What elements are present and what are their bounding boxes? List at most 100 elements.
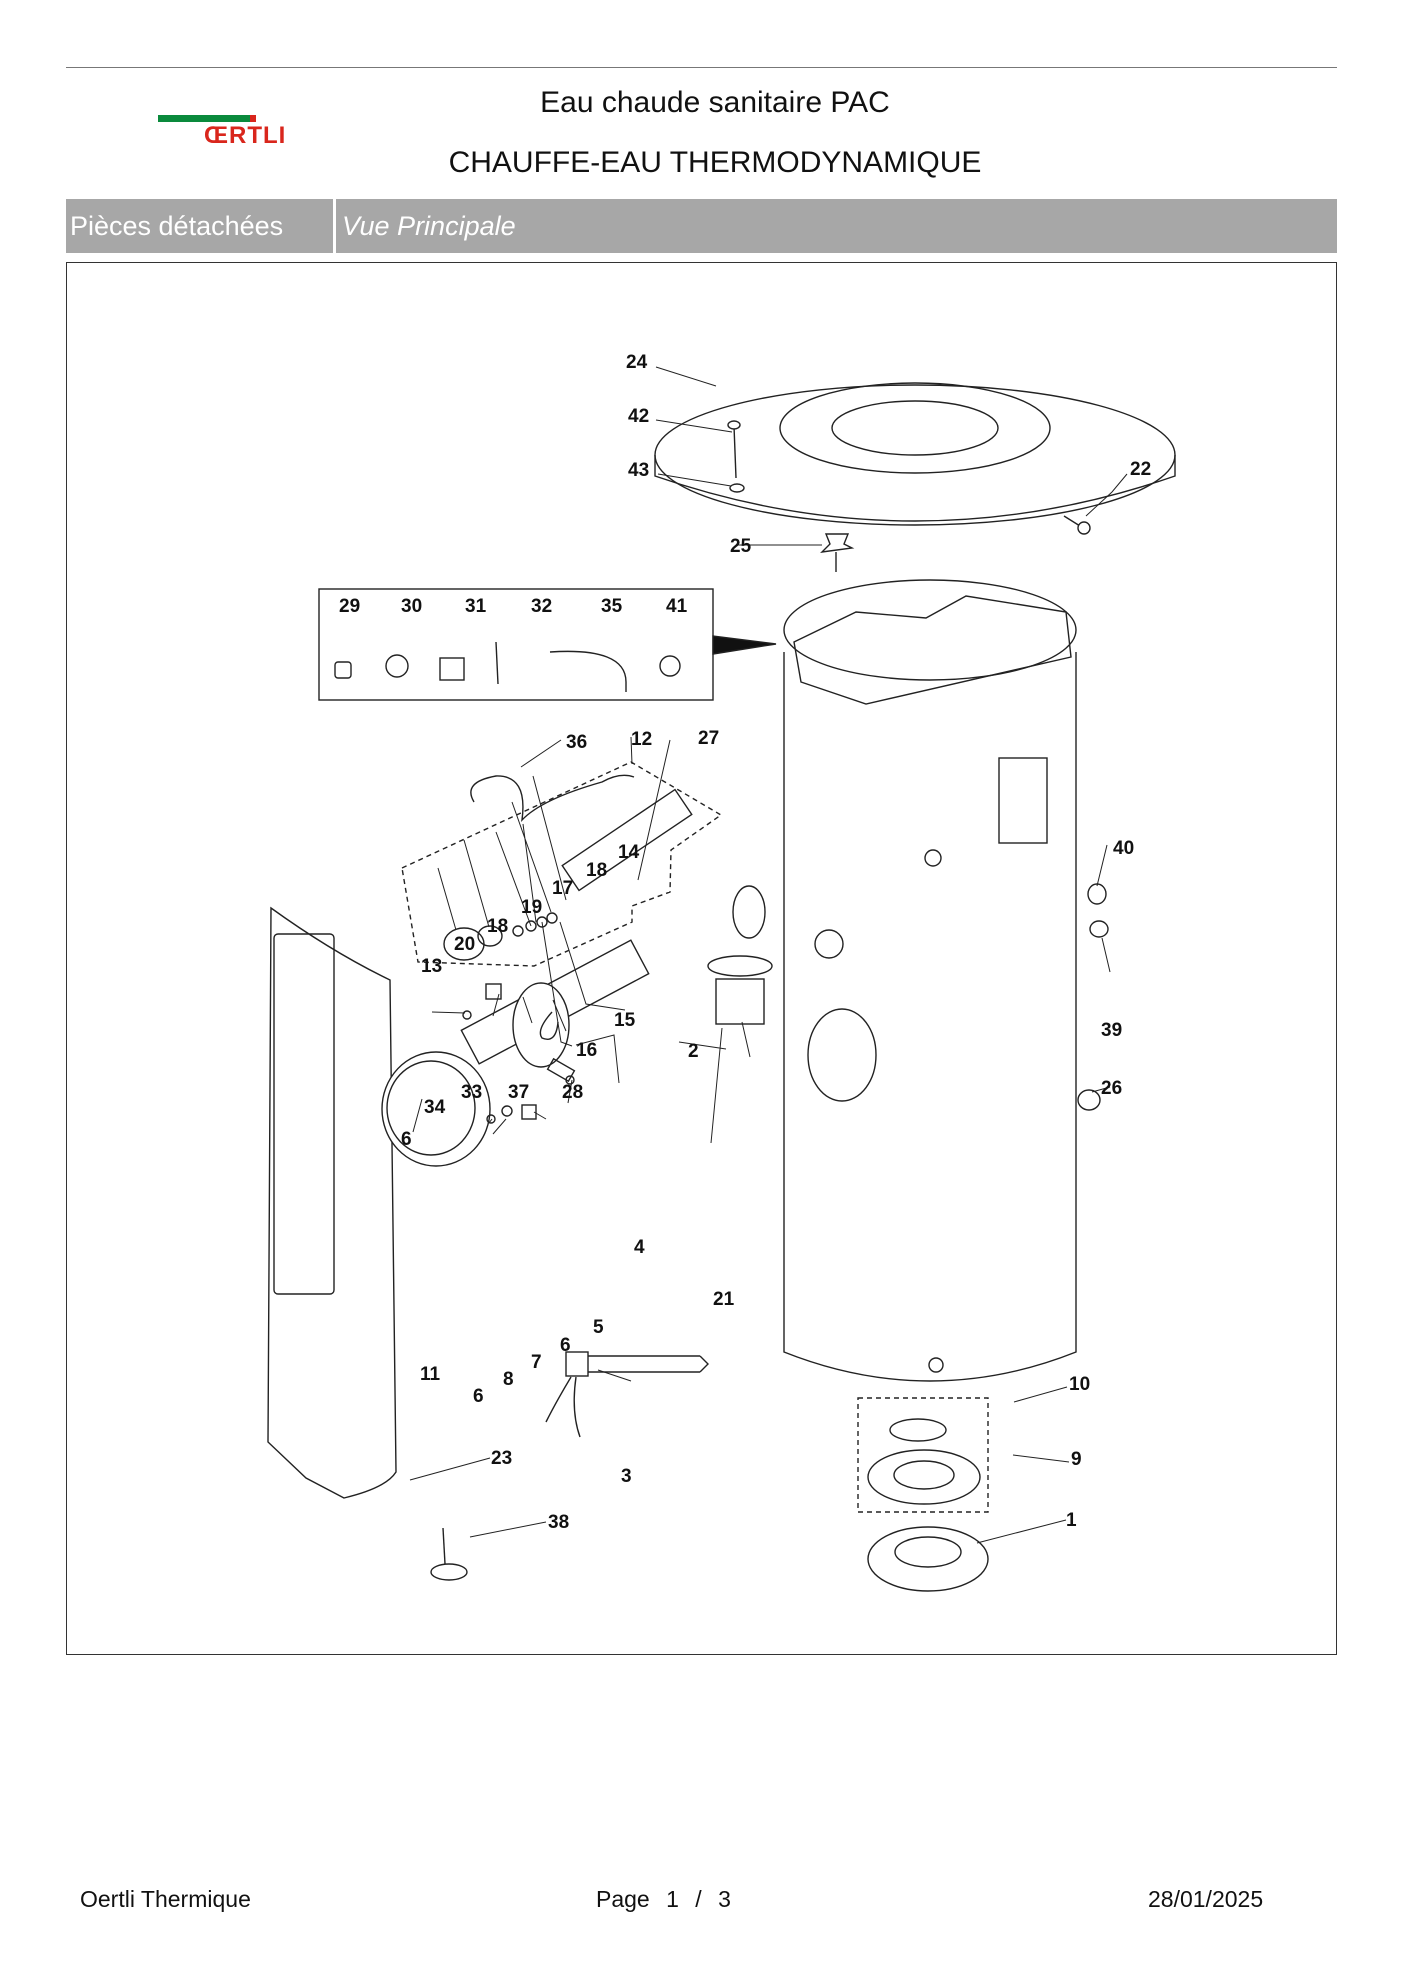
part-8 <box>501 1105 513 1117</box>
callout-31: 31 <box>465 596 487 617</box>
band-left-label: Pièces détachées <box>70 211 284 241</box>
callout-20: 20 <box>454 934 475 955</box>
callout-4: 4 <box>634 1237 645 1258</box>
oertli-logo: ŒRTLI <box>158 112 308 152</box>
cover-11-face <box>386 1060 476 1156</box>
tank-label-plate <box>998 757 1048 844</box>
callout-1: 1 <box>1066 1510 1077 1531</box>
callout-6c: 6 <box>473 1386 484 1407</box>
ring-19 <box>525 920 537 932</box>
part-6a <box>462 1010 472 1020</box>
boss-25 <box>820 533 855 553</box>
footer-company: Oertli Thermique <box>80 1886 251 1912</box>
accessory-box <box>318 588 714 701</box>
callout-7: 7 <box>531 1352 542 1373</box>
group-9-outline <box>857 1397 989 1513</box>
callout-41: 41 <box>666 596 688 617</box>
band-right-label: Vue Principale <box>342 211 516 241</box>
ring-2 <box>732 885 766 939</box>
front-panel-window <box>273 933 335 1295</box>
part-35 <box>549 650 627 692</box>
callout-6b: 6 <box>560 1335 571 1356</box>
screw-22-head <box>1077 521 1091 535</box>
resistor-3 <box>572 1355 709 1373</box>
flange-1-inner <box>894 1536 962 1568</box>
anode-14 <box>561 788 693 892</box>
callout-35: 35 <box>601 596 623 617</box>
cover-11 <box>381 1051 491 1167</box>
part-6c <box>486 1114 496 1124</box>
callout-6a: 6 <box>401 1129 412 1150</box>
callout-8: 8 <box>503 1369 514 1390</box>
callout-10: 10 <box>1069 1374 1090 1395</box>
callout-15: 15 <box>614 1010 636 1031</box>
part-40 <box>1087 883 1107 905</box>
part-30 <box>385 654 409 678</box>
resistor-3-wires <box>545 1376 581 1438</box>
callout-12: 12 <box>631 729 652 750</box>
callout-11: 11 <box>420 1364 441 1385</box>
callout-37: 37 <box>508 1082 529 1103</box>
part-41 <box>659 655 681 677</box>
top-rule <box>66 67 1337 68</box>
document-title: Eau chaude sanitaire PAC <box>540 86 890 119</box>
callout-17: 17 <box>552 878 573 899</box>
part-28 <box>539 1011 559 1040</box>
thermostat-21 <box>715 978 765 1025</box>
foot-38-rod <box>442 1527 446 1565</box>
callout-19: 19 <box>521 897 542 918</box>
band-separator <box>333 199 336 253</box>
flange-9 <box>867 1449 981 1505</box>
gasket-21 <box>707 955 773 977</box>
leader-lines <box>409 366 1128 1544</box>
part-26 <box>1077 1089 1101 1111</box>
callout-5: 5 <box>593 1317 604 1338</box>
callout-33: 33 <box>461 1082 482 1103</box>
part-39 <box>1089 920 1109 938</box>
ring-18a <box>512 925 524 937</box>
callout-32: 32 <box>531 596 552 617</box>
part-31 <box>439 657 465 681</box>
top-cover-rim <box>654 455 1176 522</box>
washer-43 <box>729 483 745 493</box>
part-32 <box>495 641 499 685</box>
diagram-frame <box>66 262 1337 1655</box>
screw-42-head <box>727 420 741 430</box>
cord-36 <box>470 774 635 823</box>
screw-42 <box>733 425 737 479</box>
callout-25: 25 <box>730 536 752 557</box>
ring-18b <box>546 912 558 924</box>
top-cover-ring-outer <box>779 382 1051 474</box>
callout-9: 9 <box>1071 1449 1082 1470</box>
callout-13: 13 <box>421 956 442 977</box>
group-12-outline <box>401 761 723 967</box>
callout-16: 16 <box>576 1040 597 1061</box>
callout-30: 30 <box>401 596 422 617</box>
page-total: 3 <box>718 1886 731 1912</box>
flange-plate <box>512 982 570 1068</box>
screw-22 <box>1063 515 1081 527</box>
footer-date: 28/01/2025 <box>1148 1886 1264 1912</box>
callout-34: 34 <box>424 1097 446 1118</box>
page-current: 1 <box>666 1886 679 1912</box>
tank-elec-opening <box>807 1008 877 1102</box>
ring-17 <box>536 916 548 928</box>
top-cover-ring-inner <box>831 400 999 456</box>
callout-27: 27 <box>698 728 719 749</box>
part-5 <box>546 1057 576 1083</box>
flange-1 <box>867 1526 989 1592</box>
resistor-3-head <box>565 1351 589 1377</box>
part-29 <box>334 661 352 679</box>
gasket-10 <box>889 1418 947 1442</box>
tank-top-rim <box>783 579 1077 681</box>
callout-36: 36 <box>566 732 587 753</box>
callout-42: 42 <box>628 406 649 427</box>
footer-pagination: Page 1 / 3 <box>596 1886 741 1913</box>
callout-22: 22 <box>1130 459 1151 480</box>
callout-23: 23 <box>491 1448 512 1469</box>
callout-14: 14 <box>618 842 640 863</box>
part-33 <box>485 983 502 1000</box>
tank-drain <box>928 1357 944 1373</box>
logo-text: ŒRTLI <box>204 122 287 149</box>
callout-26: 26 <box>1101 1078 1122 1099</box>
